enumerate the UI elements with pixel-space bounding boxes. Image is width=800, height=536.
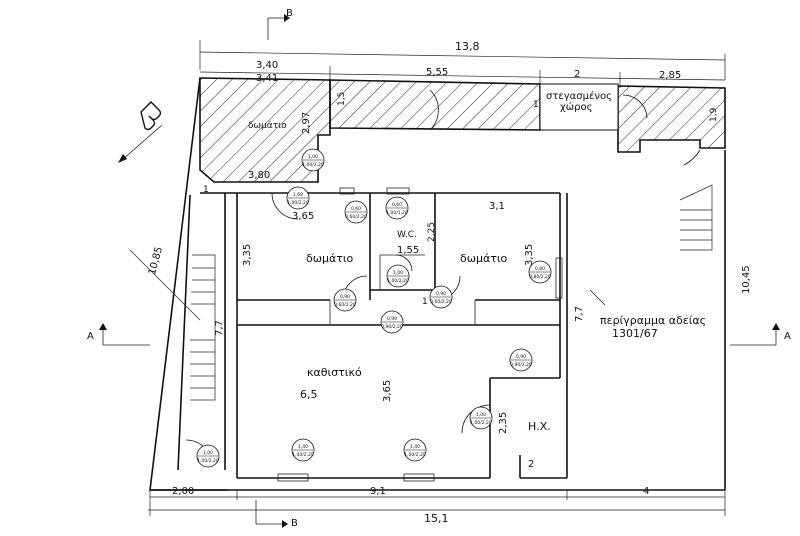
dim-3-80: 3,80 (248, 170, 270, 181)
room-label-bedroom-left: δωμάτιο (306, 252, 354, 265)
opening-tag-top: 1,60 (293, 192, 303, 198)
opening-tag-top: 1,40 (298, 444, 308, 450)
stairs-right (679, 184, 713, 251)
label-permit-outline-1: περίγραμμα αδείας (600, 314, 706, 327)
opening-tag-top: 0,90 (387, 316, 397, 322)
opening-tag-bottom: 1,00/2,20 (302, 162, 324, 168)
section-label-b-bottom: B (291, 518, 298, 529)
opening-tag-top: 0,60 (392, 202, 402, 208)
room-label-bedroom-right: δωμάτιο (460, 252, 508, 265)
dim-1-55: 1,55 (397, 245, 419, 256)
opening-tag-bottom: 1,00/2,20 (404, 452, 426, 458)
opening-tag: 1,00 1,00/2,20 (196, 444, 220, 468)
window-marks (277, 187, 563, 482)
bottom-dimension-lines (148, 490, 726, 516)
opening-tag-bottom: 0,60/2,20 (430, 299, 452, 305)
opening-tag-bottom: 1,40/2,20 (292, 452, 314, 458)
dim-bottom-9-1: 9,1 (370, 486, 386, 497)
dim-1-c: 1 (422, 297, 428, 307)
dim-top-3-40: 3,40 (256, 60, 278, 71)
opening-tag-bottom: 1,00/2,20 (470, 420, 492, 426)
dim-2-25: 2,25 (427, 222, 437, 242)
dim-1-9: 1,9 (709, 107, 719, 122)
section-label-a-left: A (87, 331, 94, 342)
dim-top-5-55: 5,55 (426, 67, 448, 78)
dim-1-b: 1 (203, 185, 209, 195)
opening-tag: 0,60 1,00/1,20 (385, 196, 409, 220)
opening-tag: 0,90 0,90/2,20 (380, 310, 404, 334)
dim-3-65-top: 3,65 (292, 211, 314, 222)
opening-tag-top: 1,00 (476, 412, 486, 418)
opening-tags: 1,001,00/2,201,601,00/2,200,600,60/2,200… (196, 148, 552, 468)
opening-tag: 0,60 0,60/2,20 (344, 200, 368, 224)
opening-tag: 0,90 0,60/2,20 (333, 288, 357, 312)
dim-total-top: 13,8 (455, 40, 480, 53)
opening-tag-top: 0,60 (351, 206, 361, 212)
opening-tag-bottom: 0,90/2,20 (510, 362, 532, 368)
label-permit-outline-2: 1301/67 (612, 327, 658, 340)
dim-6-5: 6,5 (300, 388, 318, 401)
dim-1-5: 1,5 (337, 92, 347, 106)
opening-tag-bottom: 0,80/2,20 (529, 274, 551, 280)
opening-tag: 1,60 1,00/2,20 (286, 186, 310, 210)
dim-bottom-4: 4 (643, 486, 649, 497)
dim-2: 2 (528, 459, 534, 470)
room-label-wc: W.C. (397, 230, 417, 240)
section-label-b-top: B (286, 8, 293, 19)
room-label-covered-space-2: χώρος (560, 101, 593, 113)
opening-tag-bottom: 0,60/2,20 (334, 302, 356, 308)
direction-mark (118, 101, 163, 163)
stairs-left (129, 249, 216, 401)
dim-7-7-left: 7,7 (214, 320, 225, 336)
section-marker-a-left: A (87, 323, 150, 346)
dim-top-2-85: 2,85 (659, 70, 681, 81)
opening-tag: 1,00 1,00/2,20 (301, 148, 325, 172)
opening-tag: 0,90 0,90/2,20 (509, 348, 533, 372)
dim-total-bottom: 15,1 (424, 512, 449, 525)
dim-1: 1 (533, 100, 539, 110)
opening-tag: 1,40 1,00/2,20 (403, 438, 427, 462)
opening-tag: 1,00 1,00/2,20 (469, 406, 493, 430)
opening-tag: 1,00 1,00/2,20 (386, 264, 410, 288)
opening-tag-top: 0,90 (516, 354, 526, 360)
room-label-covered-space-1: στεγασμένος (546, 90, 612, 102)
room-label-living: καθιστικό (307, 366, 362, 379)
dim-10-45: 10,45 (741, 265, 752, 294)
dim-3-35-left: 3,35 (242, 244, 253, 266)
dim-2-35: 2,35 (498, 412, 509, 434)
section-label-a-right: A (784, 331, 791, 342)
opening-tag-top: 0,80 (535, 266, 545, 272)
dim-3-35-right: 3,35 (524, 244, 535, 266)
dim-top-2: 2 (574, 69, 580, 80)
section-marker-a-right: A (730, 323, 791, 346)
dim-bottom-2-00: 2,00 (172, 486, 194, 497)
hatched-zones (199, 77, 726, 183)
outer-walls (149, 77, 726, 491)
dim-7-7-mid: 7,7 (574, 306, 585, 322)
dim-2-97: 2,97 (301, 112, 312, 134)
opening-tag-bottom: 1,00/2,20 (197, 458, 219, 464)
dim-10-85: 10,85 (147, 246, 165, 277)
room-label-hx: Η.Χ. (528, 420, 551, 433)
opening-tag: 0,80 0,80/2,20 (528, 260, 552, 284)
opening-tag-top: 1,00 (308, 154, 318, 160)
opening-tag-top: 0,90 (436, 291, 446, 297)
opening-tag-top: 0,90 (340, 294, 350, 300)
opening-tag-bottom: 1,00/2,20 (287, 200, 309, 206)
opening-tag: 0,90 0,60/2,20 (429, 285, 453, 309)
opening-tag-top: 1,00 (393, 270, 403, 276)
room-label-bedroom-top-left: δωμάτιο (248, 121, 287, 131)
opening-tag-bottom: 1,00/2,20 (387, 278, 409, 284)
dim-3-1: 3,1 (489, 201, 505, 212)
opening-tag-bottom: 0,60/2,20 (345, 214, 367, 220)
opening-tag-bottom: 0,90/2,20 (381, 324, 403, 330)
opening-tag-top: 1,00 (203, 450, 213, 456)
section-marker-b-top: B (267, 8, 293, 40)
opening-tag: 1,40 1,40/2,20 (291, 438, 315, 462)
opening-tag-top: 1,40 (410, 444, 420, 450)
section-marker-b-bottom: B (255, 500, 298, 529)
dim-3-65-mid: 3,65 (382, 380, 393, 402)
opening-tag-bottom: 1,00/1,20 (386, 210, 408, 216)
